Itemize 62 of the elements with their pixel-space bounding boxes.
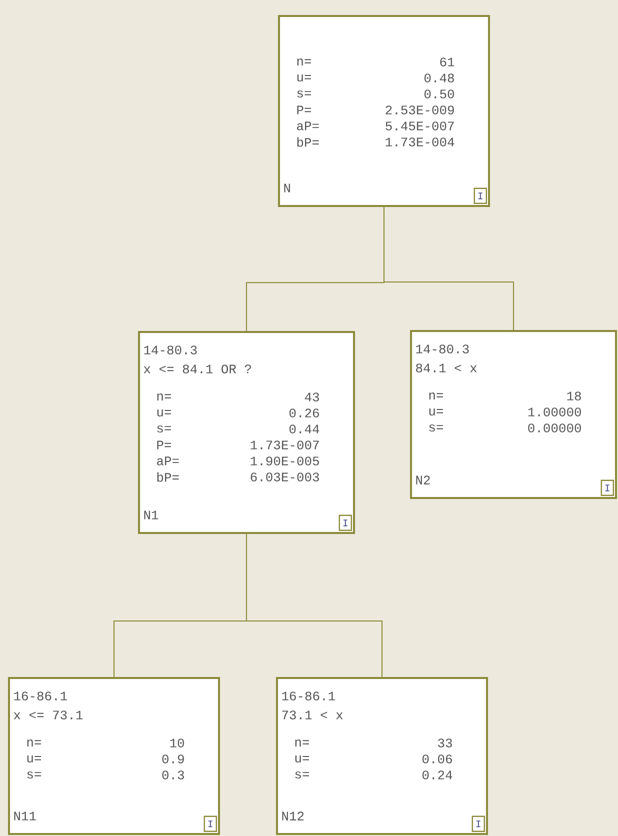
stat-label: P= xyxy=(297,106,311,114)
split-rule-text: 73.1 < x xyxy=(282,710,343,720)
stat-value: 0.50 xyxy=(424,90,454,98)
stat-label: n= xyxy=(429,392,443,400)
split-rule-text: 84.1 < x xyxy=(416,364,477,372)
stat-label: n= xyxy=(297,58,311,66)
info-button: I xyxy=(474,188,487,204)
stat-label: P= xyxy=(157,440,171,450)
stat-label: u= xyxy=(157,410,171,416)
split-rule-text: x <= 84.1 OR ? xyxy=(144,364,251,374)
stat-value: 2.53E-009 xyxy=(386,106,454,114)
info-button: I xyxy=(338,514,352,531)
split-rule-text: 16-86.1 xyxy=(282,692,335,700)
stat-value: 0.44 xyxy=(290,424,320,434)
stat-label: u= xyxy=(429,408,443,416)
node-id: N1 xyxy=(144,510,158,520)
stat-label: bP= xyxy=(297,137,319,147)
stat-label: bP= xyxy=(157,472,179,482)
stat-label: u= xyxy=(295,756,309,762)
stat-value: 0.9 xyxy=(162,754,184,764)
stat-value: 5.45E-007 xyxy=(386,122,454,130)
split-rule-text: 14-80.3 xyxy=(416,344,469,354)
stat-value: 61 xyxy=(440,58,454,66)
stat-value: 0.24 xyxy=(422,770,452,780)
connector-line xyxy=(246,534,382,678)
stat-label: n= xyxy=(27,740,41,746)
node-id: N2 xyxy=(416,476,430,484)
stat-label: u= xyxy=(297,74,311,82)
stat-value: 6.03E-003 xyxy=(250,472,319,482)
stat-value: 1.00000 xyxy=(528,408,581,416)
stat-label: s= xyxy=(429,424,443,432)
stat-value: 1.73E-004 xyxy=(386,138,454,146)
stat-label: s= xyxy=(157,425,171,433)
stat-value: 33 xyxy=(438,738,452,748)
stat-label: s= xyxy=(297,90,311,98)
stat-label: aP= xyxy=(297,122,319,130)
info-button: I xyxy=(472,816,485,832)
node-id: N xyxy=(284,184,290,192)
info-button: I xyxy=(204,816,217,832)
split-rule-text: x <= 73.1 xyxy=(14,710,82,720)
stat-value: 43 xyxy=(304,392,319,402)
stat-value: 1.73E-007 xyxy=(250,440,319,450)
stat-value: 0.06 xyxy=(422,754,452,764)
stat-value: 0.48 xyxy=(424,74,454,82)
stat-label: s= xyxy=(295,771,309,779)
stat-value: 0.26 xyxy=(290,408,319,418)
split-rule-text: 14-80.3 xyxy=(144,346,197,354)
stat-value: 0.3 xyxy=(162,770,184,780)
stat-label: u= xyxy=(27,756,41,762)
split-rule-text: 16-86.1 xyxy=(14,692,67,700)
stat-value: 0.00000 xyxy=(528,424,581,432)
stat-label: s= xyxy=(27,771,41,779)
node-id: N12 xyxy=(282,812,304,820)
stat-label: aP= xyxy=(157,456,179,466)
stat-value: 1.90E-005 xyxy=(250,456,319,466)
stat-label: n= xyxy=(295,740,309,746)
stat-label: n= xyxy=(157,394,171,400)
stat-value: 10 xyxy=(170,738,184,748)
info-button: I xyxy=(600,480,614,496)
stat-value: 18 xyxy=(567,392,581,400)
connector-line xyxy=(384,206,514,330)
node-id: N11 xyxy=(14,812,36,820)
